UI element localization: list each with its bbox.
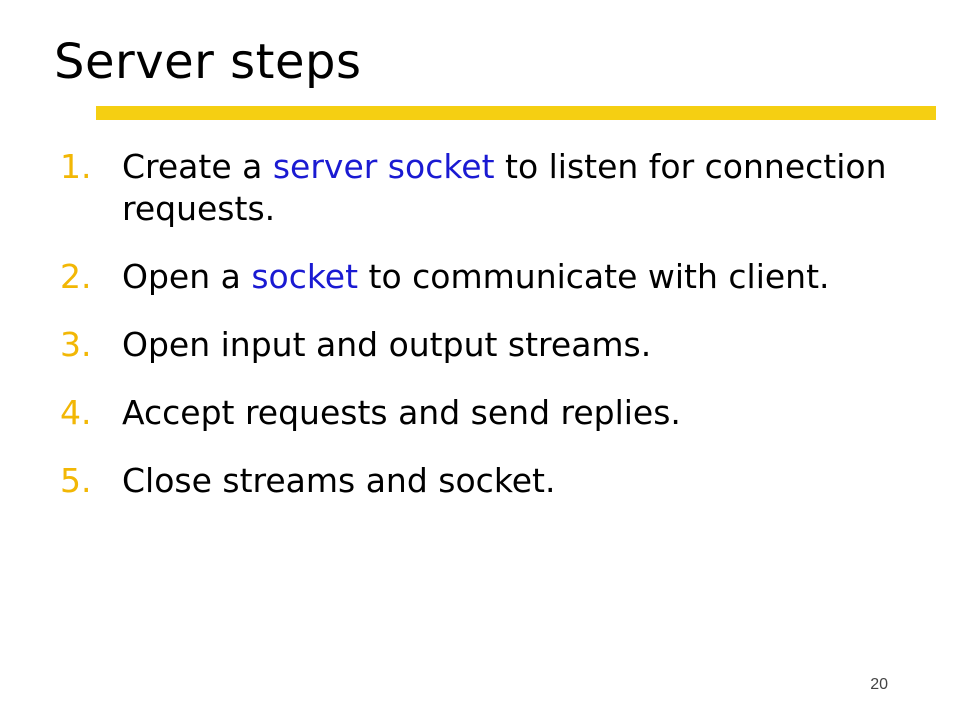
slide-title: Server steps [54,34,362,90]
step-item-2: 2. Open a socket to communicate with cli… [60,256,920,298]
step-text: Accept requests and send replies. [122,393,681,432]
step-text: Create a server socket to listen for con… [122,147,887,228]
step-highlight: socket [251,257,359,296]
step-text-pre: Create a [122,147,273,186]
step-item-3: 3. Open input and output streams. [60,324,920,366]
title-underline-bar [96,106,936,120]
step-item-1: 1. Create a server socket to listen for … [60,146,920,230]
step-item-4: 4. Accept requests and send replies. [60,392,920,434]
step-highlight: server socket [272,147,495,186]
step-text: Open input and output streams. [122,325,652,364]
step-text-pre: Open a [122,257,252,296]
step-text-post: to listen for connection requests. [122,147,887,228]
step-text: Open a socket to communicate with client… [122,257,830,296]
step-number: 1. [60,147,92,186]
page-number: 20 [870,676,888,693]
step-item-5: 5. Close streams and socket. [60,460,920,502]
step-text: Close streams and socket. [122,461,556,500]
step-number: 3. [60,325,92,364]
step-number: 5. [60,461,92,500]
step-text-post: to communicate with client. [358,257,830,296]
steps-list: 1. Create a server socket to listen for … [60,146,920,528]
step-number: 4. [60,393,92,432]
step-number: 2. [60,257,92,296]
